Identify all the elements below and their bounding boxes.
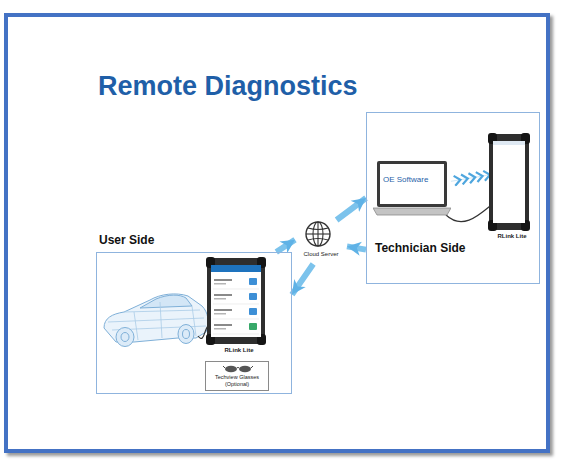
usb-cable <box>446 206 490 222</box>
car-illustration <box>104 294 208 347</box>
title-holder: Remote Diagnostics <box>98 70 358 102</box>
link-arrow <box>276 240 295 252</box>
laptop-shape <box>373 161 451 219</box>
heading-holder: User Side <box>99 233 154 247</box>
diagram-title: Remote Diagnostics <box>98 70 358 102</box>
label-holder: RLink Lite <box>206 347 272 354</box>
tablet-device: RLink Lite <box>206 257 272 357</box>
link-arrow <box>337 198 366 220</box>
glasses-label: Techview Glasses (Optional) <box>208 374 266 387</box>
heading-holder: Technician Side <box>375 241 465 255</box>
device-label: RLink Lite <box>206 347 272 354</box>
device-label: RLink Lite <box>488 233 536 240</box>
tablet-shape <box>488 133 530 231</box>
link-arrow <box>347 246 366 249</box>
label-holder: RLink Lite <box>488 233 536 240</box>
data-stream-arrow <box>451 175 488 181</box>
glasses-icon <box>223 364 253 373</box>
side-panel: Technician Side OE SoftwareRLink Lite <box>366 112 540 284</box>
software-label: OE Software <box>383 175 428 185</box>
side-heading: User Side <box>99 233 154 247</box>
tablet-shape <box>206 257 266 345</box>
cloud-server: Cloud Server <box>295 220 347 264</box>
glasses-box: Techview Glasses (Optional) <box>205 361 269 391</box>
cloud-label: Cloud Server <box>295 251 347 258</box>
side-panel: User SideRLink LiteTechview Glasses (Opt… <box>96 252 292 394</box>
label-holder: OE Software <box>383 175 428 185</box>
globe-icon <box>304 220 332 248</box>
laptop-node: OE Software <box>373 161 451 219</box>
link-arrow <box>292 264 313 295</box>
side-heading: Technician Side <box>375 241 465 255</box>
label-holder: Techview Glasses (Optional) <box>208 374 266 387</box>
label-holder: Cloud Server <box>295 251 347 258</box>
tablet-device: RLink Lite <box>488 133 536 245</box>
